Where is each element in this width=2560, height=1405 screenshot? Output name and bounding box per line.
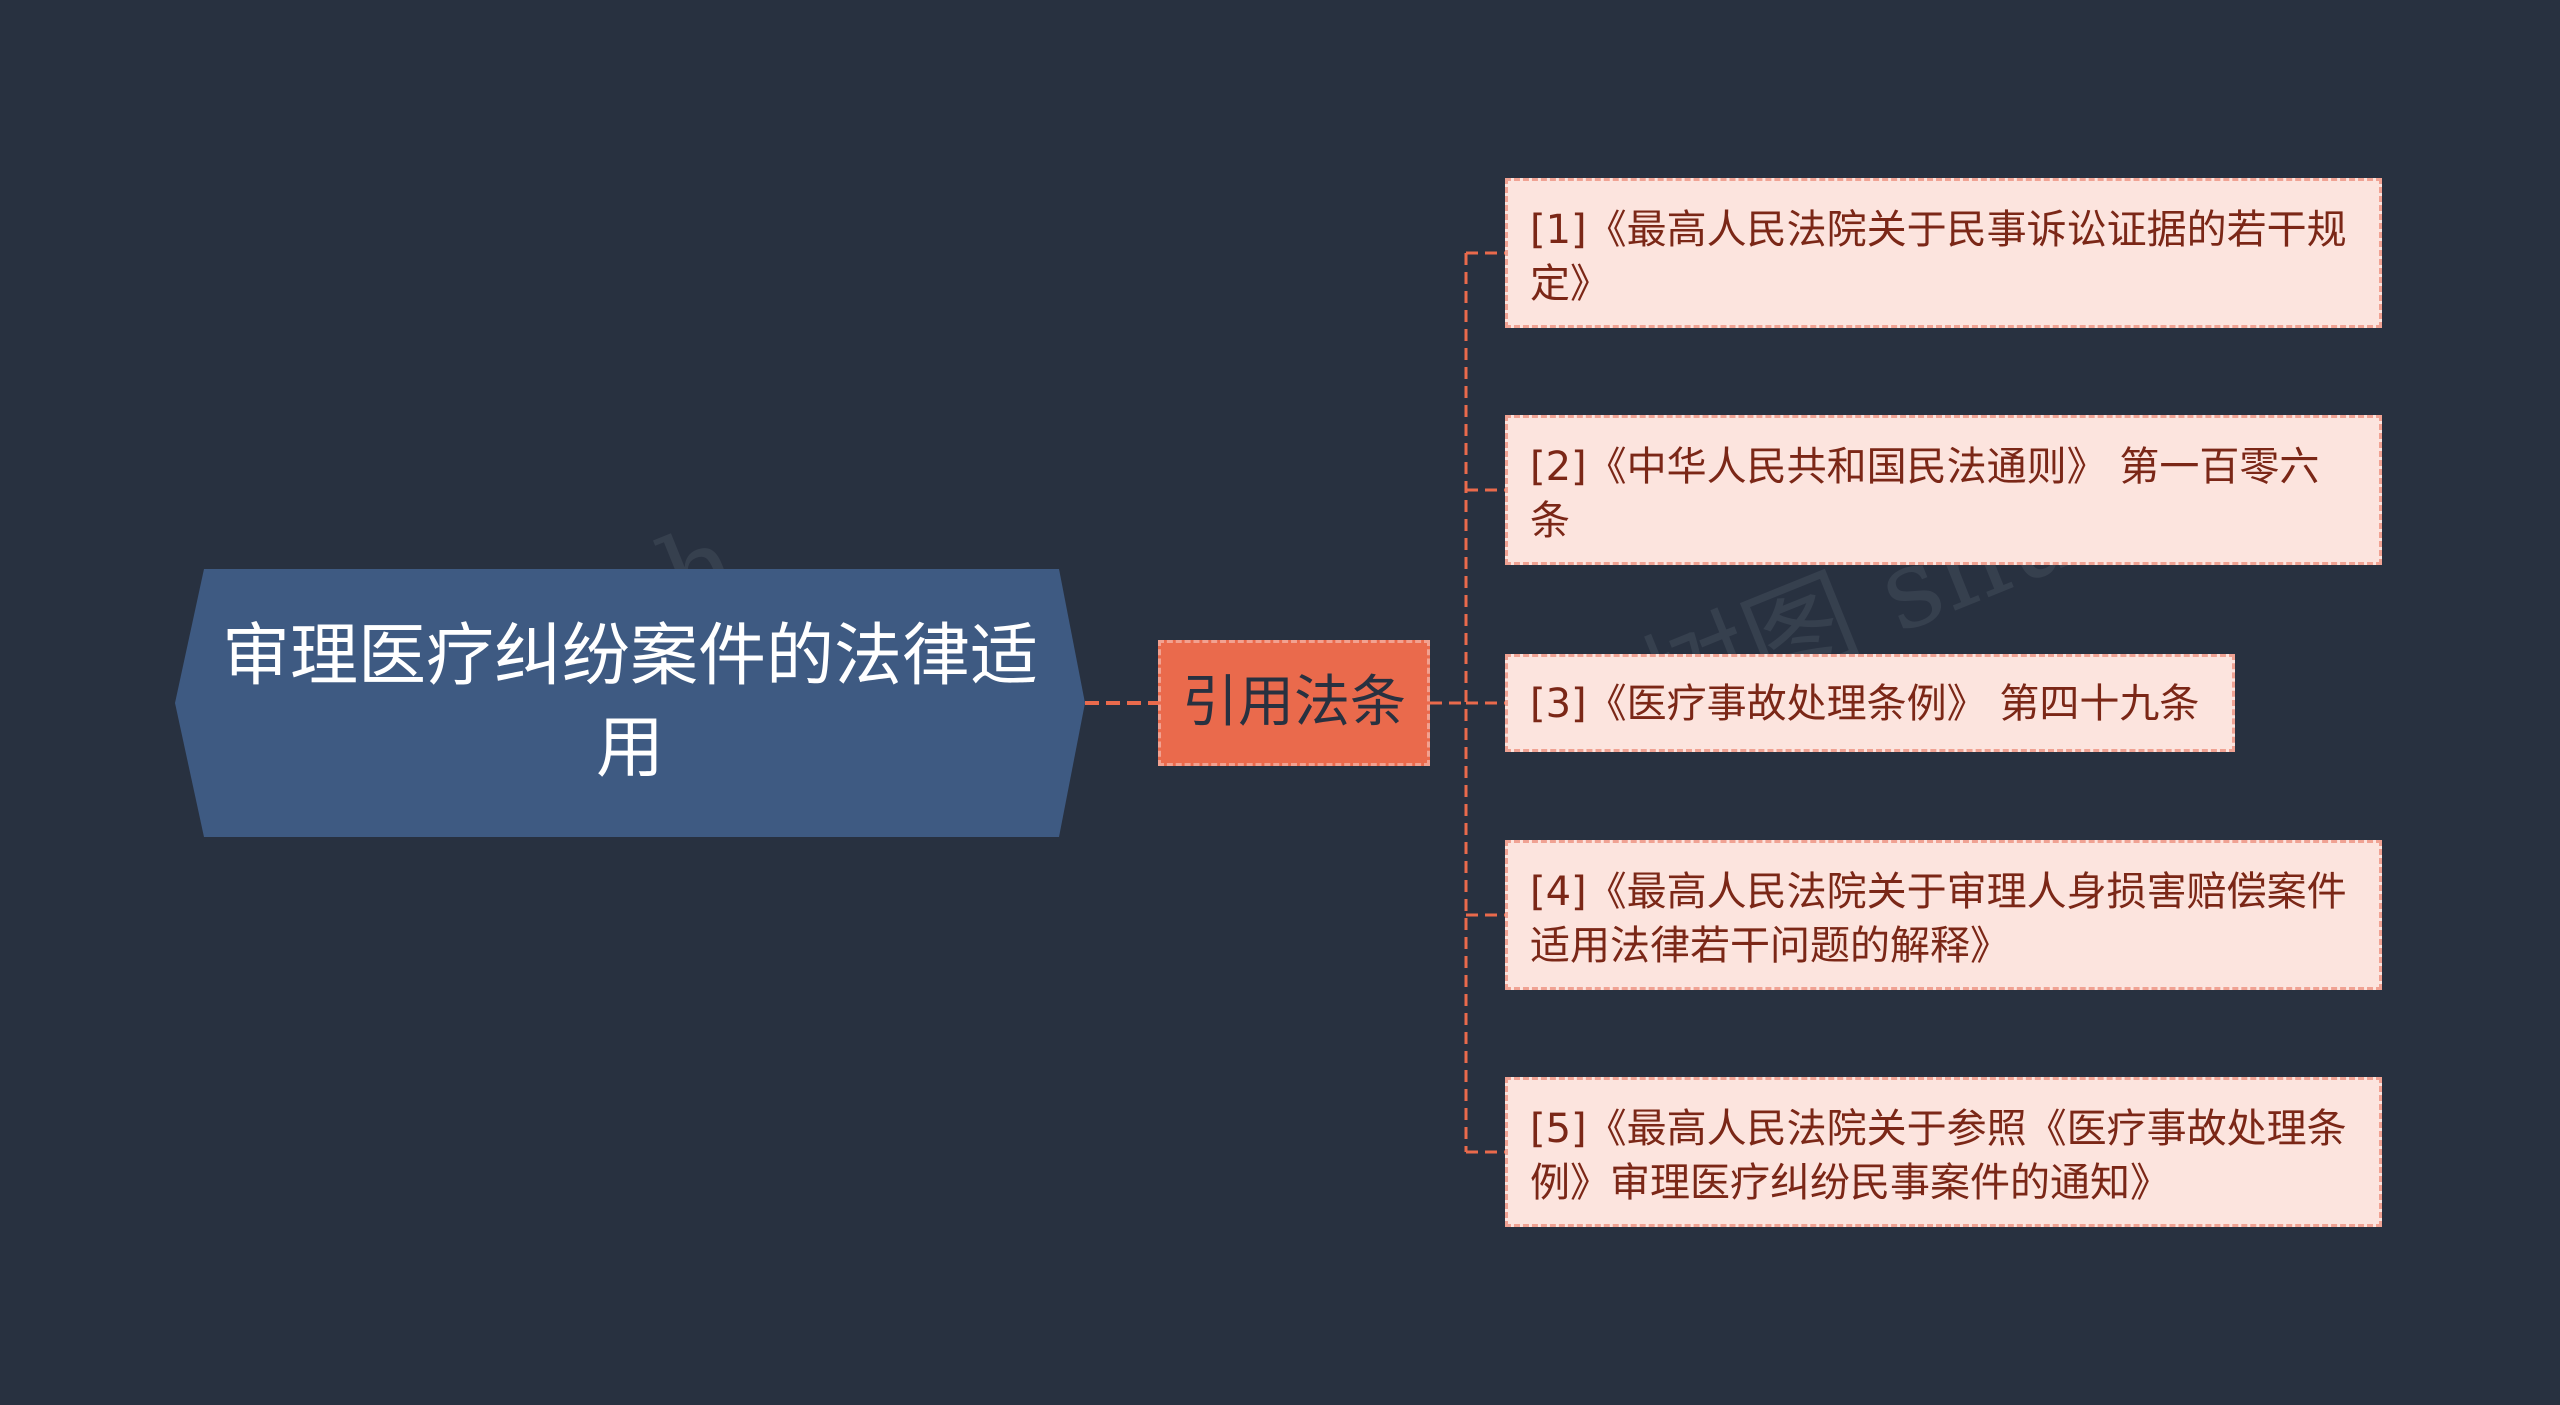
leaf-label-2: [2]《中华人民共和国民法通则》 第一百零六条 xyxy=(1530,444,2320,544)
leaf-label-5: [5]《最高人民法院关于参照《医疗事故处理条例》审理医疗纠纷民事案件的通知》 xyxy=(1530,1106,2347,1206)
leaf-node-5[interactable]: [5]《最高人民法院关于参照《医疗事故处理条例》审理医疗纠纷民事案件的通知》 xyxy=(1505,1077,2382,1227)
leaf-node-2[interactable]: [2]《中华人民共和国民法通则》 第一百零六条 xyxy=(1505,415,2382,565)
branch-topic-node[interactable]: 引用法条 xyxy=(1158,640,1430,766)
branch-topic-label: 引用法条 xyxy=(1182,670,1406,735)
leaf-node-1[interactable]: [1]《最高人民法院关于民事诉讼证据的若干规定》 xyxy=(1505,178,2382,328)
leaf-label-3: [3]《医疗事故处理条例》 第四十九条 xyxy=(1530,681,2200,727)
root-topic-node[interactable]: 审理医疗纠纷案件的法律适用 xyxy=(175,569,1085,837)
leaf-label-4: [4]《最高人民法院关于审理人身损害赔偿案件适用法律若干问题的解释》 xyxy=(1530,869,2347,969)
root-topic-label: 审理医疗纠纷案件的法律适用 xyxy=(221,617,1038,788)
leaf-node-4[interactable]: [4]《最高人民法院关于审理人身损害赔偿案件适用法律若干问题的解释》 xyxy=(1505,840,2382,990)
leaf-node-3[interactable]: [3]《医疗事故处理条例》 第四十九条 xyxy=(1505,654,2235,752)
leaf-label-1: [1]《最高人民法院关于民事诉讼证据的若干规定》 xyxy=(1530,207,2347,307)
